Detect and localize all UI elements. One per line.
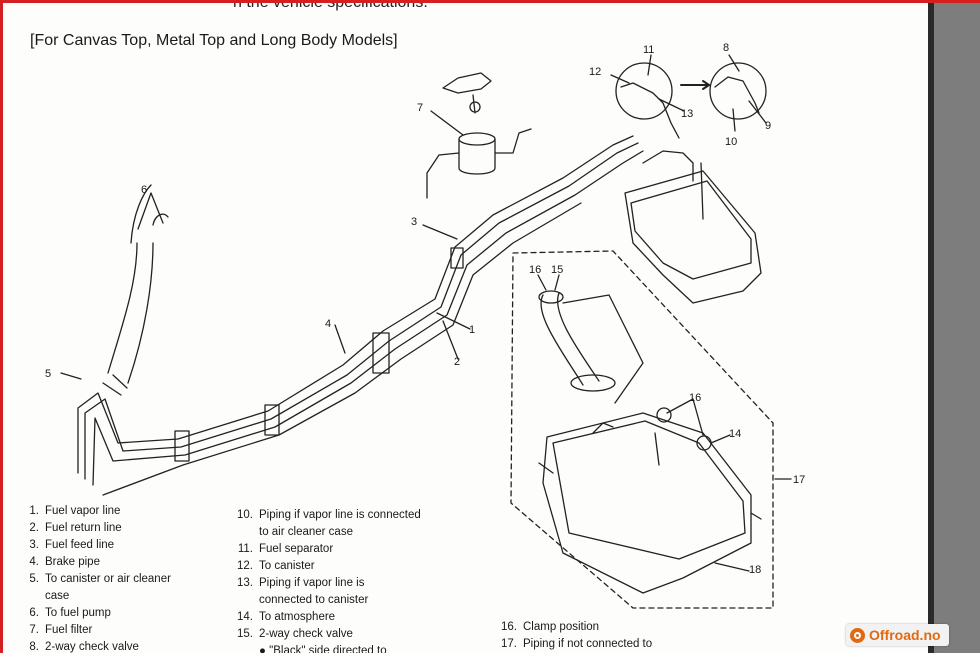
callout-10: 10 — [725, 136, 737, 148]
legend-item: 14.To atmosphere — [237, 611, 336, 623]
legend-column-1: 1.Fuel vapor line 2.Fuel return line 3.F… — [19, 503, 171, 653]
legend-item: 10.Piping if vapor line is connected — [237, 509, 421, 521]
callout-13: 13 — [681, 108, 693, 120]
callout-1: 1 — [469, 324, 475, 336]
legend-column-3: 16.Clamp position 17.Piping if not conne… — [497, 619, 652, 653]
hose-to-fuel-pump — [107, 184, 169, 384]
manual-page: n the vehicle specifications. [For Canva… — [3, 3, 928, 653]
legend-item: 12.To canister — [237, 560, 315, 572]
legend-item: 11.Fuel separator — [237, 543, 334, 555]
brake-pipe — [102, 202, 582, 496]
piping-variant-box — [510, 250, 774, 609]
callout-14: 14 — [729, 428, 741, 440]
watermark-text: Offroad.no — [869, 627, 941, 643]
callout-8: 8 — [723, 42, 729, 54]
legend-item: 7.Fuel filter — [29, 624, 93, 636]
callout-6: 6 — [141, 184, 147, 196]
fuel-line-c — [92, 150, 644, 486]
window-frame-left — [0, 0, 3, 653]
fuel-line-a — [77, 135, 634, 474]
callout-7: 7 — [417, 102, 423, 114]
callout-9: 9 — [765, 120, 771, 132]
callout-5: 5 — [45, 368, 51, 380]
callout-17: 17 — [793, 474, 805, 486]
upper-fuel-tank — [624, 170, 762, 304]
legend-item-continued: case — [45, 590, 70, 602]
legend-item: 8.2-way check valve — [29, 641, 139, 653]
legend-item: 2.Fuel return line — [29, 522, 122, 534]
legend-item: 4.Brake pipe — [29, 556, 100, 568]
legend-item: 5.To canister or air cleaner — [29, 573, 171, 585]
legend-item-continued: ● "Black" side directed to — [259, 645, 387, 653]
legend-column-2: 10.Piping if vapor line is connected to … — [233, 507, 421, 653]
callout-4: 4 — [325, 318, 331, 330]
legend-item: 6.To fuel pump — [29, 607, 111, 619]
legend-item: 3.Fuel feed line — [29, 539, 115, 551]
page-title: [For Canvas Top, Metal Top and Long Body… — [30, 32, 398, 49]
legend-item: 1.Fuel vapor line — [29, 505, 121, 517]
callout-18: 18 — [749, 564, 761, 576]
fuel-line-b — [84, 142, 639, 480]
legend-item-continued: to air cleaner case — [259, 526, 353, 538]
legend-item: 13.Piping if vapor line is — [237, 577, 365, 589]
callout-11: 11 — [643, 44, 654, 56]
cut-off-text: n the vehicle specifications. — [233, 3, 428, 12]
legend-item: 17.Piping if not connected to — [501, 638, 653, 650]
callout-16b: 16 — [689, 392, 701, 404]
watermark-badge: Offroad.no — [846, 624, 949, 646]
window-frame-top — [0, 0, 980, 3]
legend-item: 16.Clamp position — [501, 621, 600, 633]
callout-15: 15 — [551, 264, 563, 276]
legend-item-continued: connected to canister — [259, 594, 369, 606]
callout-16a: 16 — [529, 264, 541, 276]
callout-3: 3 — [411, 216, 417, 228]
callout-2: 2 — [454, 356, 460, 368]
lower-fuel-tank — [542, 412, 752, 594]
offroad-logo-icon — [850, 627, 865, 643]
legend-item: 15.2-way check valve — [237, 628, 353, 640]
page-edge-shadow — [928, 3, 934, 653]
fuel-system-diagram: 1 2 3 4 5 6 7 8 9 10 11 12 13 14 15 16 1… — [45, 42, 805, 609]
callout-12: 12 — [589, 66, 601, 78]
